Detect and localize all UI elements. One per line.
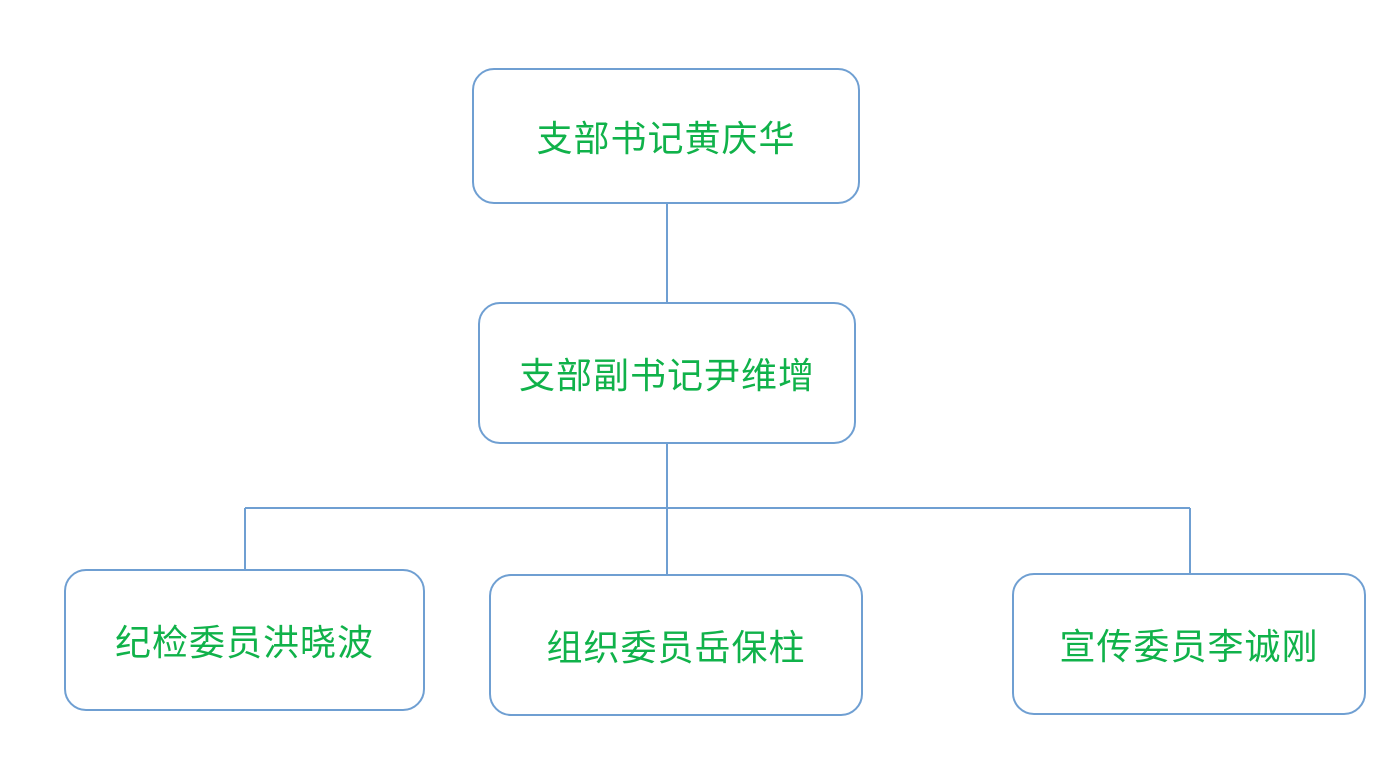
node-deputy-branch-secretary: 支部副书记尹维增 bbox=[478, 302, 856, 444]
node-propaganda-committee-member: 宣传委员李诚刚 bbox=[1012, 573, 1366, 715]
node-organization-committee-member: 组织委员岳保柱 bbox=[489, 574, 863, 716]
node-discipline-committee-member: 纪检委员洪晓波 bbox=[64, 569, 425, 711]
node-branch-secretary: 支部书记黄庆华 bbox=[472, 68, 860, 204]
